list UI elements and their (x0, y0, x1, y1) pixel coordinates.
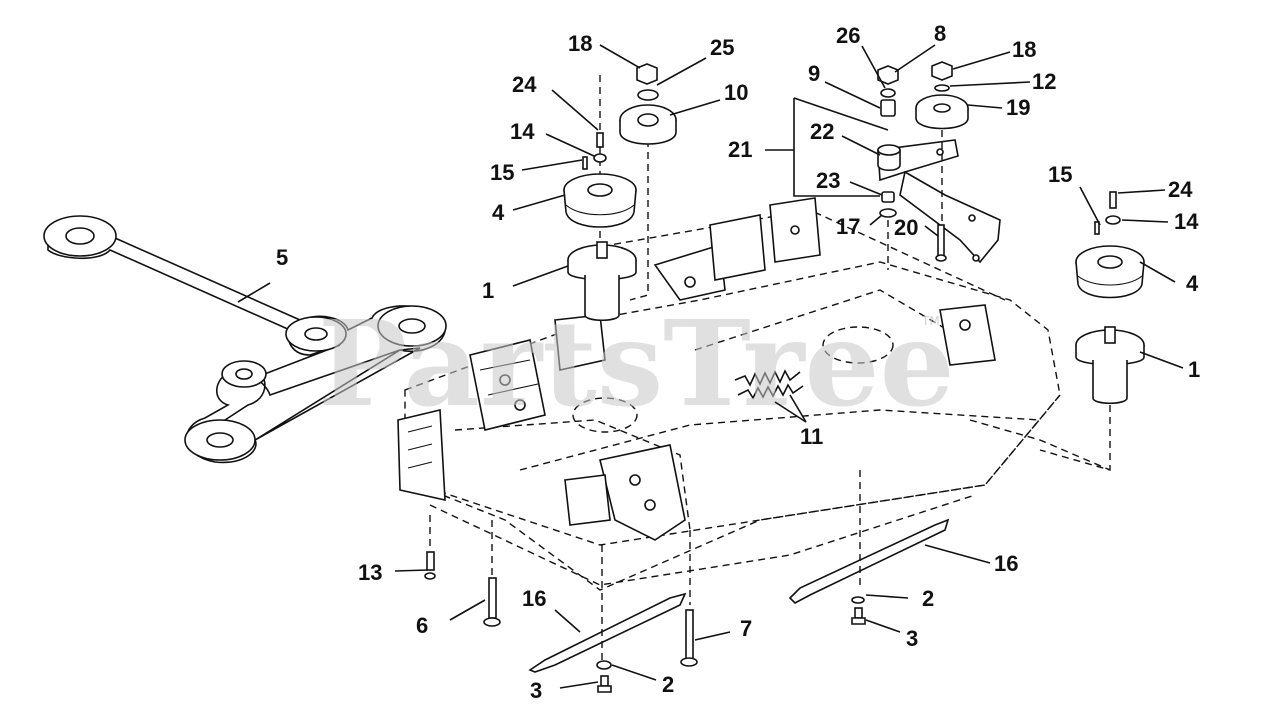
callout-4: 4 (1186, 271, 1199, 296)
callout-14: 14 (1174, 209, 1199, 234)
callout-23: 23 (816, 168, 840, 193)
callout-6: 6 (416, 613, 428, 638)
callout-19: 19 (1006, 95, 1030, 120)
callout-25: 25 (710, 35, 734, 60)
callout-18: 18 (1012, 37, 1036, 62)
mower-deck-housing (397, 197, 1111, 591)
blade-hardware (424, 470, 950, 693)
idler-arm-assembly (877, 61, 1001, 270)
callout-8: 8 (934, 21, 946, 46)
callout-16: 16 (994, 551, 1018, 576)
callout-22: 22 (810, 119, 834, 144)
callout-17: 17 (836, 214, 860, 239)
right-spindle-stack (1039, 191, 1145, 471)
left-spindle-stack (563, 63, 677, 322)
callout-24: 24 (512, 72, 537, 97)
callout-14: 14 (510, 119, 535, 144)
callout-labels: 18 25 24 10 14 15 4 5 1 26 8 18 9 12 19 … (276, 21, 1200, 703)
watermark-trademark: TM (921, 314, 940, 328)
callout-15: 15 (490, 160, 514, 185)
callout-13: 13 (358, 560, 382, 585)
callout-2: 2 (662, 672, 674, 697)
callout-16: 16 (522, 586, 546, 611)
callout-12: 12 (1032, 69, 1056, 94)
callout-1: 1 (482, 278, 494, 303)
callout-7: 7 (740, 616, 752, 641)
callout-3: 3 (906, 626, 918, 651)
callout-1: 1 (1188, 357, 1200, 382)
watermark-text: PartsTree (318, 294, 955, 433)
callout-2: 2 (922, 586, 934, 611)
callout-3: 3 (530, 678, 542, 703)
callout-18: 18 (568, 31, 592, 56)
callout-24: 24 (1168, 177, 1193, 202)
drive-belt-assembly (43, 215, 447, 464)
callout-10: 10 (724, 80, 748, 105)
callout-4: 4 (492, 200, 505, 225)
partstree-watermark: PartsTree TM (318, 294, 955, 433)
callout-21: 21 (728, 137, 752, 162)
callout-26: 26 (836, 23, 860, 48)
callout-15: 15 (1048, 162, 1072, 187)
callout-20: 20 (894, 215, 918, 240)
callout-11: 11 (800, 424, 823, 449)
leader-lines (237, 44, 1184, 689)
callout-5: 5 (276, 245, 288, 270)
callout-9: 9 (808, 61, 820, 86)
